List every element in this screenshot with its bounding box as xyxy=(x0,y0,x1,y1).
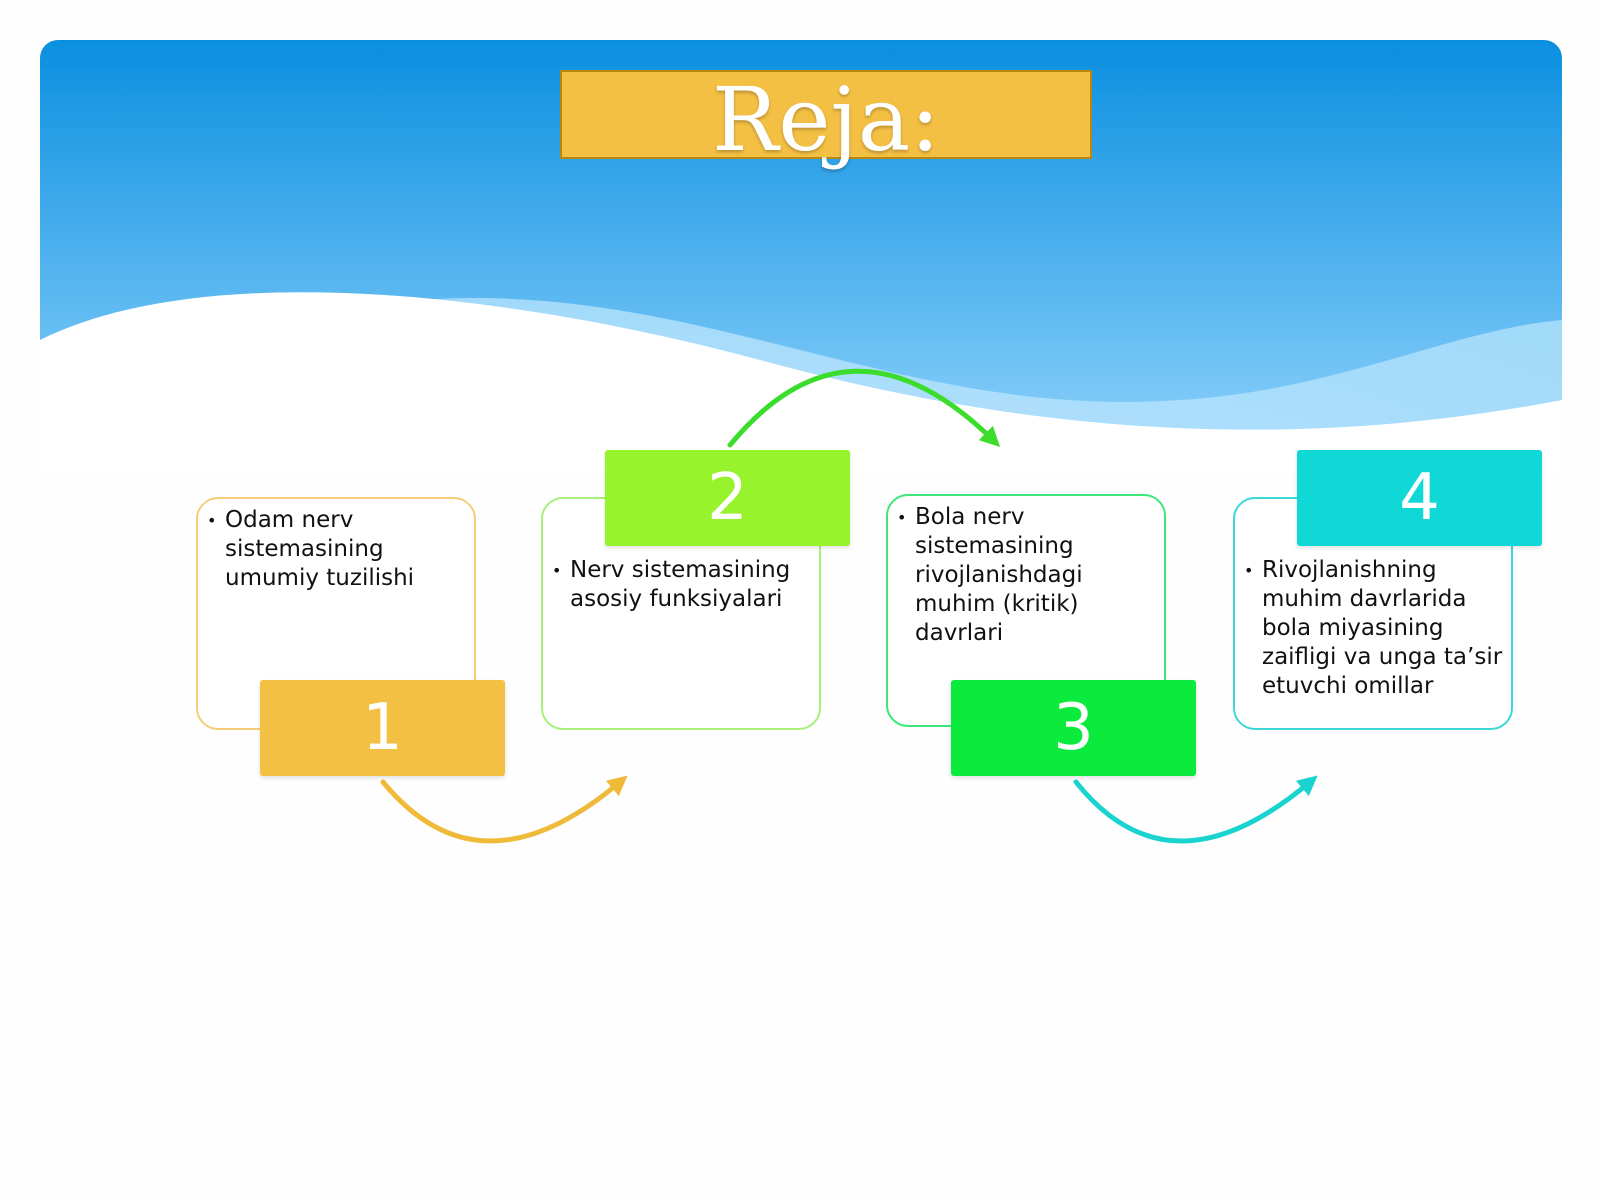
step-1-text-block: • Odam nerv sistemasining umumiy tuzilis… xyxy=(207,506,465,593)
step-4-text: Rivojlanishning muhim davrlarida bola mi… xyxy=(1262,557,1503,699)
step-2-number-box: 2 xyxy=(605,450,850,546)
step-3-text-block: • Bola nerv sistemasining rivojlanishdag… xyxy=(897,503,1160,648)
step-3-text: Bola nerv sistemasining rivojlanishdagi … xyxy=(915,504,1083,646)
title-banner: Reja: xyxy=(560,70,1092,163)
step-1-number-box: 1 xyxy=(260,680,505,776)
step-1-text: Odam nerv sistemasining umumiy tuzilishi xyxy=(225,507,415,591)
bullet-icon: • xyxy=(1244,561,1254,580)
step-4-text-block: • Rivojlanishning muhim davrlarida bola … xyxy=(1244,556,1512,701)
bullet-icon: • xyxy=(207,511,217,530)
step-2-text: Nerv sistemasining asosiy funksiyalari xyxy=(570,557,791,612)
step-4-number-box: 4 xyxy=(1297,450,1542,546)
bullet-icon: • xyxy=(552,561,562,580)
step-2-text-block: • Nerv sistemasining asosiy funksiyalari xyxy=(552,556,820,614)
step-3-number: 3 xyxy=(1053,691,1094,765)
slide-title: Reja: xyxy=(712,67,940,171)
step-1-number: 1 xyxy=(362,691,403,765)
step-4-number: 4 xyxy=(1399,461,1440,535)
step-2-number: 2 xyxy=(707,461,748,535)
bullet-icon: • xyxy=(897,508,907,527)
step-3-number-box: 3 xyxy=(951,680,1196,776)
